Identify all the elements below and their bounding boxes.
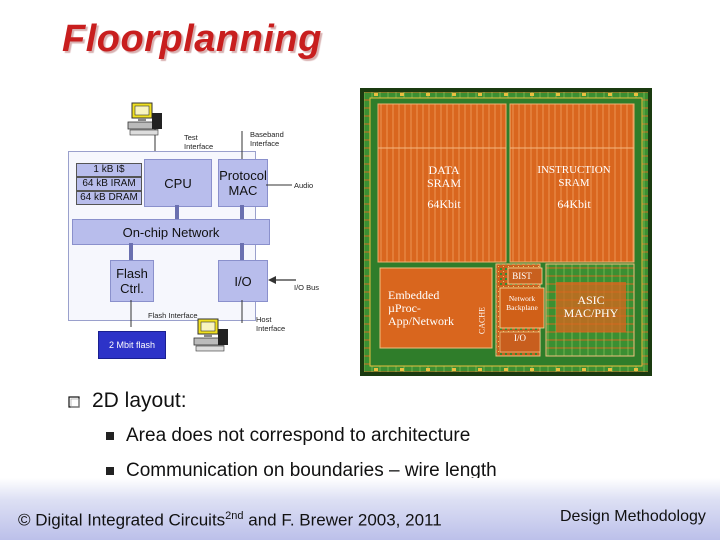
data-sram-label: DATA SRAM: [426, 163, 461, 190]
bullet-2d-layout: 2D layout:: [92, 389, 187, 412]
instruction-sram-label: INSTRUCTION SRAM: [537, 164, 611, 189]
dram-block: 64 kB DRAM: [76, 191, 142, 205]
footer-bar: [0, 478, 720, 540]
io-block: I/O: [218, 260, 268, 302]
bullet-square-icon: [68, 396, 80, 408]
data-sram-size: 64Kbit: [427, 197, 461, 211]
io-pads-label: I/O: [514, 333, 526, 343]
die-layout-graphic: [360, 88, 652, 376]
flash-ctrl-block: Flash Ctrl.: [110, 260, 154, 302]
asic-mac-phy-label: ASIC MAC/PHY: [563, 293, 619, 320]
test-interface-label: Test Interface: [184, 133, 214, 151]
footer-copyright-tail: and F. Brewer 2003, 2011: [243, 510, 442, 530]
instruction-sram-size: 64Kbit: [557, 197, 591, 211]
icache-block: 1 kB I$: [76, 163, 142, 177]
footer-edition-sup: 2nd: [225, 510, 244, 522]
subbullet-marker-icon: [106, 467, 114, 475]
host-interface-label: Host Interface: [256, 315, 286, 333]
subbullet-marker-icon: [106, 432, 114, 440]
block-diagram: 1 kB I$ 64 kB IRAM 64 kB DRAM CPU Protoc…: [60, 95, 360, 370]
audio-label: Audio: [294, 181, 314, 190]
floorplan-die: DATA SRAM 64Kbit INSTRUCTION SRAM 64Kbit…: [360, 88, 652, 376]
network-backplane-label: Network Backplane: [506, 294, 538, 312]
slide-title: Floorplanning: [62, 18, 322, 60]
footer-section-title: Design Methodology: [560, 508, 706, 525]
subbullet-area: Area does not correspond to architecture: [126, 425, 471, 446]
baseband-interface-label: Baseband Interface: [250, 130, 284, 148]
io-bus-label: I/O Bus: [294, 283, 320, 292]
bist-label: BIST: [512, 271, 532, 281]
footer-copyright-text: © Digital Integrated Circuits: [18, 510, 226, 530]
computer-icon: [127, 102, 162, 136]
on-chip-network-block: On-chip Network: [72, 219, 270, 245]
cache-label: CACHE: [477, 306, 487, 335]
protocol-mac-block: Protocol MAC: [218, 159, 268, 207]
computer-icon: [193, 318, 228, 352]
flash-memory-block: 2 Mbit flash: [98, 331, 166, 359]
connector-lines: [129, 125, 296, 327]
embedded-proc-label: Embedded µProc- App/Network: [388, 288, 454, 328]
iram-block: 64 kB IRAM: [76, 177, 142, 191]
flash-interface-label: Flash Interface: [148, 311, 198, 320]
subbullet-communication: Communication on boundaries – wire lengt…: [126, 460, 497, 481]
footer-copyright: © Digital Integrated Circuits2nd and F. …: [18, 510, 442, 531]
